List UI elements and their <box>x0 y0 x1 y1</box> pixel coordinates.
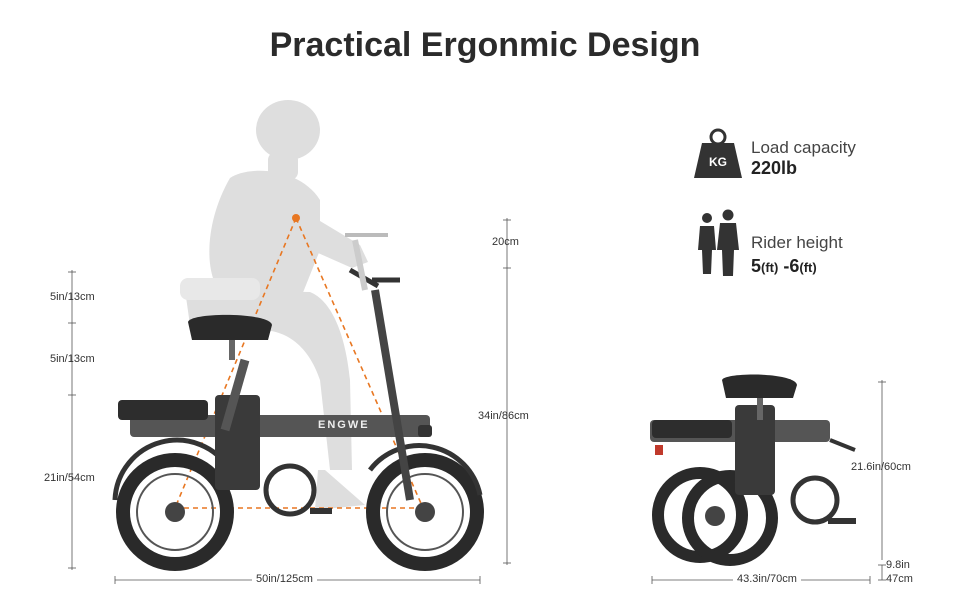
folded-bike <box>650 374 856 566</box>
rider-height-sep: - <box>778 256 790 276</box>
dim-folded-width-in: 9.8in <box>886 559 910 571</box>
brand-label: ENGWE <box>318 419 370 431</box>
dim-seat-adjust-bottom: 5in/13cm <box>50 353 95 365</box>
weight-kg-icon <box>694 128 742 178</box>
dim-seat-height: 21in/54cm <box>44 472 95 484</box>
dim-handlebar-adjust: 20cm <box>492 236 519 248</box>
dim-overall-height: 34in/86cm <box>478 410 529 422</box>
rider-height-min-unit: (ft) <box>761 260 779 275</box>
dim-folded-height: 21.6in/60cm <box>851 461 911 473</box>
dim-folded-length: 43.3in/70cm <box>733 573 801 585</box>
rider-height-label: Rider height <box>751 233 843 252</box>
dim-overall-length: 50in/125cm <box>252 573 317 585</box>
load-capacity-label: Load capacity <box>751 138 856 157</box>
main-bike <box>112 233 484 571</box>
rider-height-max: 6 <box>789 256 800 276</box>
rider-height-value: 5(ft) -6(ft) <box>751 256 817 277</box>
weight-icon-text: KG <box>709 155 727 169</box>
rider-height-max-unit: (ft) <box>799 260 817 275</box>
dim-seat-adjust-top: 5in/13cm <box>50 291 95 303</box>
rider-height-min: 5 <box>751 256 762 276</box>
rider-silhouette <box>180 100 368 510</box>
page-title: Practical Ergonmic Design <box>269 26 701 64</box>
load-capacity-value: 220lb <box>751 158 798 178</box>
people-icon <box>698 209 739 276</box>
dim-folded-width-cm: 47cm <box>886 573 913 585</box>
